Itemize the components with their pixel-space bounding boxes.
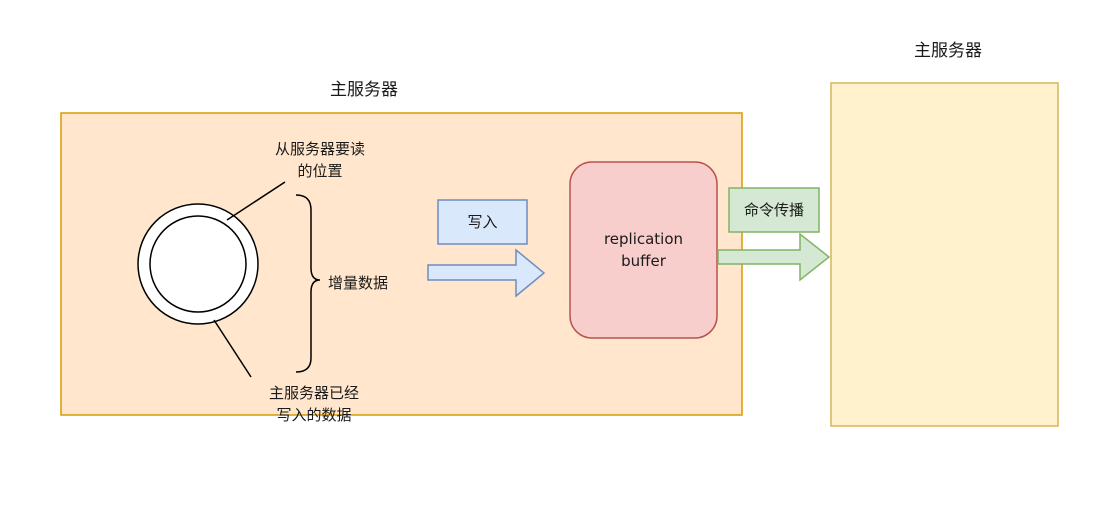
written-data-label: 主服务器已经 写入的数据	[268, 384, 359, 424]
read-position-label: 从服务器要读 的位置	[274, 140, 365, 180]
ring-buffer-inner	[149, 215, 247, 313]
replication-buffer-label: replication buffer	[603, 230, 684, 270]
propagate-box-label: 命令传播	[743, 201, 804, 219]
left-panel-title: 主服务器	[330, 80, 398, 100]
write-box	[437, 199, 528, 245]
replication-buffer-box	[569, 161, 718, 339]
right-panel-title: 主服务器	[914, 41, 982, 61]
right-server-panel	[830, 82, 1059, 427]
propagate-arrow	[717, 232, 831, 282]
increment-label: 增量数据	[327, 274, 388, 292]
written-position-pointer	[213, 319, 252, 378]
propagate-box	[728, 187, 820, 233]
read-position-pointer	[226, 181, 286, 221]
increment-brace	[295, 194, 321, 373]
write-box-label: 写入	[467, 213, 498, 231]
write-arrow	[427, 248, 546, 298]
